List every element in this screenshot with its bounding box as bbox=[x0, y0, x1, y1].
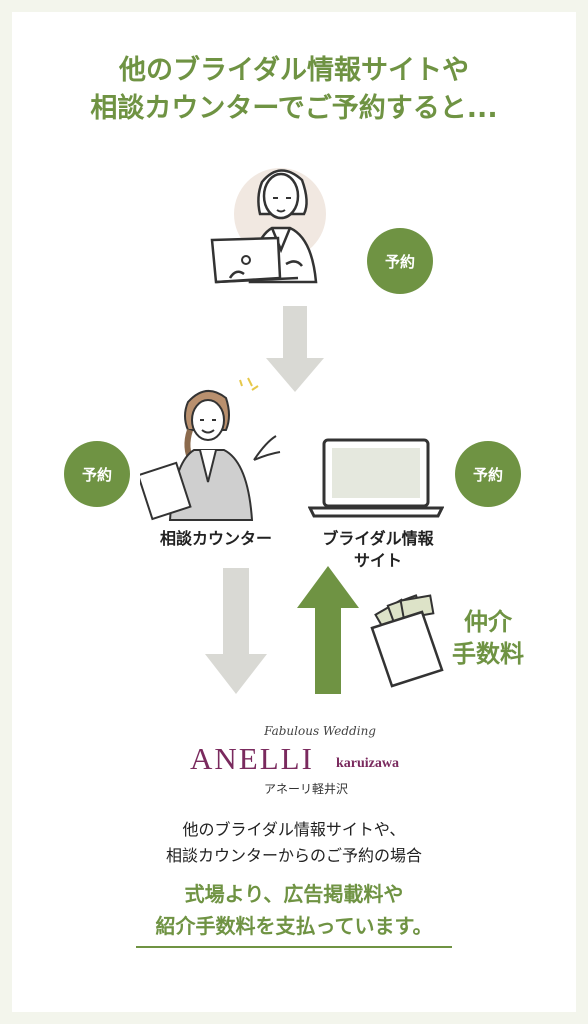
laptop-illustration bbox=[308, 438, 444, 518]
conclusion-line-1: 式場より、広告掲載料や bbox=[184, 882, 404, 906]
conclusion-underline bbox=[136, 946, 452, 948]
reservation-badge-top: 予約 bbox=[367, 228, 433, 294]
up-arrow-icon bbox=[297, 566, 359, 694]
logo-tagline: Fabulous Wedding bbox=[264, 724, 376, 738]
envelope-money-icon bbox=[370, 594, 444, 688]
fee-label-line-2: 手数料 bbox=[452, 640, 524, 668]
description-line-2: 相談カウンターからのご予約の場合 bbox=[165, 846, 422, 865]
logo-place: karuizawa bbox=[336, 756, 399, 771]
reservation-badge-left: 予約 bbox=[64, 441, 130, 507]
counter-label: 相談カウンター bbox=[159, 529, 272, 548]
description-line-1: 他のブライダル情報サイトや、 bbox=[182, 820, 406, 839]
consultant-woman-illustration bbox=[140, 377, 281, 521]
site-label-line-1: ブライダル情報 bbox=[322, 529, 434, 548]
heading-line-2: 相談カウンターでご予約すると... bbox=[90, 93, 498, 124]
site-label-line-2: サイト bbox=[353, 551, 402, 570]
down-arrow-icon bbox=[266, 306, 324, 392]
heading-line-1: 他のブライダル情報サイトや bbox=[119, 55, 469, 86]
fee-label-line-1: 仲介 bbox=[464, 608, 512, 636]
logo-name: ANELLI bbox=[190, 741, 314, 776]
down-arrow-large-icon bbox=[205, 568, 267, 694]
reservation-badge-right: 予約 bbox=[455, 441, 521, 507]
conclusion-line-2: 紹介手数料を支払っています。 bbox=[155, 914, 433, 938]
logo-japanese: アネーリ軽井沢 bbox=[263, 782, 348, 796]
woman-with-laptop-illustration bbox=[210, 168, 326, 284]
